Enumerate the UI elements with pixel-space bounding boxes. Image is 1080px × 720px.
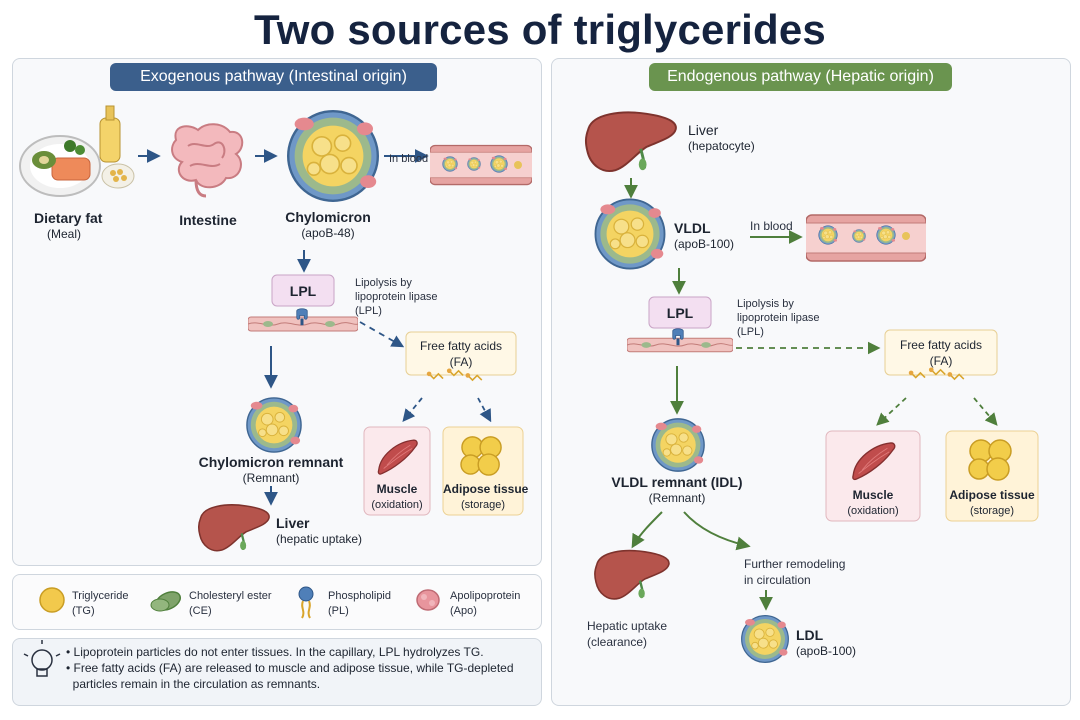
lpl-box-exo xyxy=(271,274,335,307)
ldl-label: LDL (apoB-100) xyxy=(796,627,857,658)
adipose-label-exo: Adipose tissue (storage) xyxy=(443,482,529,511)
meal-icon xyxy=(19,105,135,197)
liver-label-endo: Liver (hepatocyte) xyxy=(688,122,755,153)
dietary-fat-label: Dietary fat (Meal) xyxy=(34,210,103,241)
apolipoprotein-icon xyxy=(416,589,440,611)
lpl-label-exo: LPL xyxy=(289,283,317,299)
hepatic-uptake-label: Hepatic uptake (clearance) xyxy=(587,619,668,649)
ffa-label-endo: Free fatty acids (FA) xyxy=(899,338,983,368)
remodeling-label: Further remodeling in circulation xyxy=(744,557,846,587)
arrow-ffa-muscle xyxy=(402,397,423,422)
cholesteryl-ester-icon xyxy=(150,591,182,612)
lpl-label-endo: LPL xyxy=(666,305,694,321)
endogenous-header: Endogenous pathway (Hepatic origin) xyxy=(649,63,952,91)
blood-label-endo: In blood xyxy=(750,219,793,233)
arrow-lpl-ffa xyxy=(359,321,405,348)
ffa-label-exo: Free fatty acids (FA) xyxy=(419,339,503,369)
chylomicron-remnant-icon xyxy=(246,397,302,453)
endogenous-panel xyxy=(551,58,1071,706)
lipolysis-label-endo: Lipolysis by lipoprotein lipase (LPL) xyxy=(737,298,820,338)
chylomicron-particle-icon xyxy=(287,109,379,203)
liver-label-exo: Liver (hepatic uptake) xyxy=(276,515,363,546)
arrow-remnant-remodeling xyxy=(683,511,751,551)
arrow-ffa-adipose-endo xyxy=(973,397,998,426)
blood-vessel-icon xyxy=(430,144,532,186)
legend-apolipoprotein: Apolipoprotein(Apo) xyxy=(450,590,521,617)
note-box xyxy=(12,638,542,706)
lipolysis-label-exo: Lipolysis by lipoprotein lipase (LPL) xyxy=(355,277,438,317)
note-line-2: • Free fatty acids (FA) are released to … xyxy=(66,661,514,675)
chylomicron-label: Chylomicron (apoB-48) xyxy=(285,209,371,240)
lpl-box-endo xyxy=(648,296,712,329)
vldl-label: VLDL (apoB-100) xyxy=(674,220,735,251)
adipose-label-endo: Adipose tissue (storage) xyxy=(949,488,1035,517)
chylomicron-remnant-label: Chylomicron remnant (Remnant) xyxy=(198,454,344,485)
liver-icon-hepatic-uptake xyxy=(593,549,671,601)
muscle-box-endo xyxy=(825,430,921,522)
ffa-box-exo xyxy=(405,331,517,376)
legend-phospholipid: Phospholipid(PL) xyxy=(328,590,391,617)
note-line-3: particles remain in the circulation as r… xyxy=(66,677,321,691)
arrow-ffa-muscle-endo xyxy=(876,397,907,426)
muscle-label-endo: Muscle (oxidation) xyxy=(847,488,899,517)
blood-label-exo: In blood xyxy=(389,153,429,165)
phospholipid-icon xyxy=(298,586,314,619)
lightbulb-icon xyxy=(23,640,61,677)
ldl-particle-icon xyxy=(741,615,789,663)
vldl-remnant-label: VLDL remnant (IDL) (Remnant) xyxy=(611,474,743,505)
capillary-wall-icon-endo xyxy=(627,337,733,353)
page-title: Two sources of triglycerides xyxy=(254,6,826,53)
blood-vessel-icon-endo xyxy=(806,214,926,262)
vldl-remnant-icon xyxy=(651,418,705,472)
intestine-icon xyxy=(171,123,244,198)
arrow-remnant-hepatic xyxy=(631,511,663,549)
intestine-label: Intestine xyxy=(179,212,237,228)
ffa-box-endo xyxy=(884,329,998,376)
muscle-label-exo: Muscle (oxidation) xyxy=(371,482,423,511)
legend-triglyceride: Triglyceride(TG) xyxy=(72,590,129,617)
note-line-1: • Lipoprotein particles do not enter tis… xyxy=(66,645,484,659)
exogenous-header: Exogenous pathway (Intestinal origin) xyxy=(110,63,437,91)
legend xyxy=(12,574,542,630)
vldl-particle-icon xyxy=(594,198,666,270)
arrow-ffa-adipose xyxy=(477,397,492,423)
triglyceride-icon xyxy=(39,587,65,613)
liver-icon-exo xyxy=(197,503,271,552)
legend-cholesteryl-ester: Cholesteryl ester(CE) xyxy=(189,590,272,617)
liver-icon-endo xyxy=(584,110,678,173)
